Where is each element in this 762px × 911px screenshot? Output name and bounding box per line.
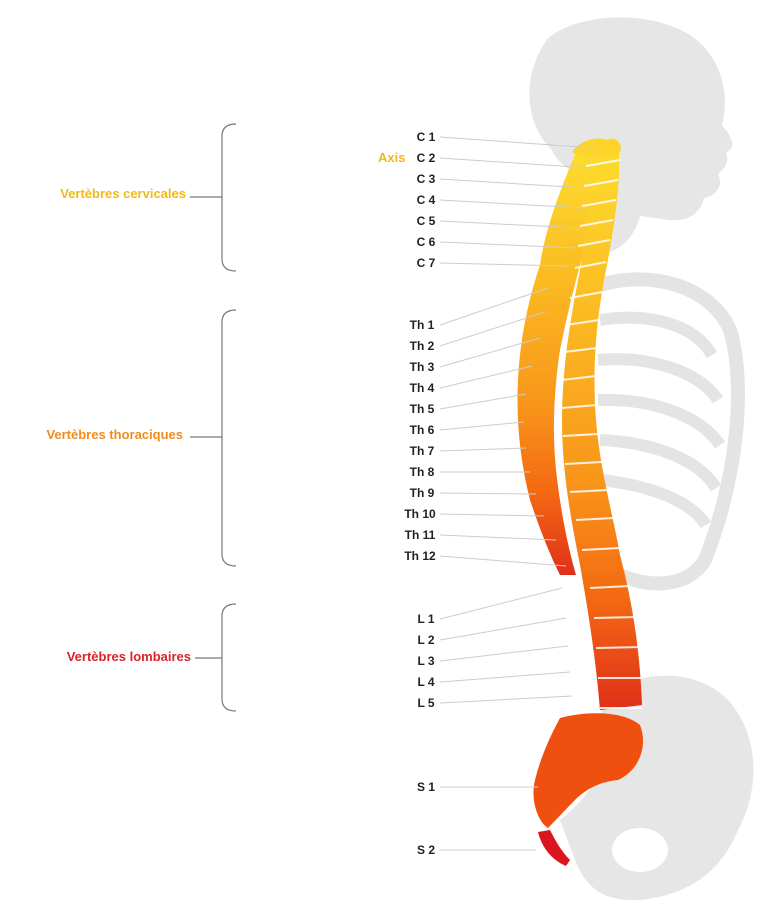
vertebra-label-th2: Th 2 bbox=[410, 339, 435, 353]
vertebra-label-th11: Th 11 bbox=[405, 528, 436, 542]
thoracic-bracket bbox=[190, 309, 237, 567]
vertebra-label-s2: S 2 bbox=[417, 843, 435, 857]
spinous-column bbox=[517, 150, 601, 575]
vertebra-label-c6: C 6 bbox=[417, 235, 436, 249]
vertebra-label-th7: Th 7 bbox=[410, 444, 435, 458]
vertebra-label-th3: Th 3 bbox=[410, 360, 435, 374]
vertebral-body-column bbox=[562, 140, 642, 710]
vertebra-label-th9: Th 9 bbox=[410, 486, 435, 500]
vertebra-label-th12: Th 12 bbox=[404, 549, 436, 563]
axis-label: Axis bbox=[378, 150, 405, 165]
vertebra-label-l4: L 4 bbox=[417, 675, 434, 689]
vertebra-label-l2: L 2 bbox=[417, 633, 434, 647]
vertebra-label-th5: Th 5 bbox=[410, 402, 435, 416]
vertebra-label-s1: S 1 bbox=[417, 780, 435, 794]
vertebra-label-l3: L 3 bbox=[417, 654, 434, 668]
vertebra-labels: C 1 C 2 C 3 C 4 C 5 C 6 C 7 Th 1 Th 2 Th… bbox=[404, 130, 436, 857]
lumbar-group-label: Vertèbres lombaires bbox=[67, 649, 191, 664]
group-brackets bbox=[190, 123, 237, 712]
spine bbox=[517, 138, 644, 866]
vertebra-label-l1: L 1 bbox=[417, 612, 434, 626]
thoracic-group-label: Vertèbres thoraciques bbox=[46, 427, 183, 442]
sacrum bbox=[533, 713, 644, 828]
coccyx bbox=[538, 830, 570, 866]
vertebra-label-th8: Th 8 bbox=[410, 465, 435, 479]
vertebra-label-l5: L 5 bbox=[417, 696, 434, 710]
vertebra-label-th6: Th 6 bbox=[410, 423, 435, 437]
vertebra-label-c5: C 5 bbox=[417, 214, 436, 228]
cervical-group-label: Vertèbres cervicales bbox=[60, 186, 186, 201]
vertebra-label-th10: Th 10 bbox=[404, 507, 436, 521]
axis-dens bbox=[572, 138, 621, 158]
vertebra-label-c7: C 7 bbox=[417, 256, 436, 270]
vertebra-label-c1: C 1 bbox=[417, 130, 436, 144]
vertebra-label-th4: Th 4 bbox=[410, 381, 435, 395]
head-silhouette bbox=[529, 17, 733, 253]
lumbar-bracket bbox=[195, 603, 237, 712]
vertebra-label-c4: C 4 bbox=[417, 193, 436, 207]
cervical-bracket bbox=[190, 123, 237, 272]
ribcage-silhouette bbox=[597, 272, 745, 591]
leader-lines bbox=[439, 136, 596, 851]
vertebra-label-c2: C 2 bbox=[417, 151, 436, 165]
vertebra-label-c3: C 3 bbox=[417, 172, 436, 186]
vertebra-label-th1: Th 1 bbox=[410, 318, 435, 332]
